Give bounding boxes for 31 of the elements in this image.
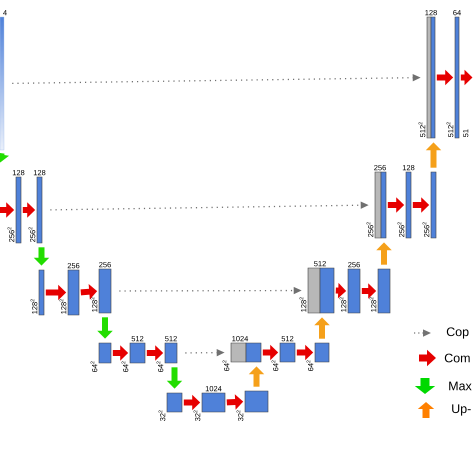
feature-map-box [98, 268, 112, 314]
feature-map-box [38, 270, 44, 316]
feature-map-box [406, 172, 412, 238]
feature-map-box [430, 172, 436, 238]
feature-map-box [246, 342, 262, 362]
feature-map-box [230, 342, 246, 362]
feature-map-box [98, 342, 112, 364]
feature-map-box [348, 268, 360, 314]
legend-text: Com [444, 354, 470, 362]
feature-map-box [374, 172, 382, 238]
feature-map-box [430, 16, 436, 138]
feature-map-box [320, 268, 334, 314]
feature-map-box [308, 268, 320, 314]
feature-map-box [314, 342, 330, 362]
feature-map-box [36, 176, 42, 244]
block-arrow [0, 152, 10, 162]
feature-map-box [130, 342, 146, 364]
feature-map-box [68, 270, 80, 316]
feature-map-box [164, 342, 178, 364]
feature-map-box [0, 16, 4, 150]
feature-map-box [16, 176, 22, 244]
legend-text: Cop [446, 327, 469, 339]
legend-text: Max [449, 382, 472, 390]
feature-map-box [454, 16, 460, 138]
feature-map-box [280, 342, 296, 362]
feature-map-box [380, 172, 386, 238]
feature-map-box [202, 392, 226, 412]
feature-map-box [166, 392, 182, 412]
feature-map-box [378, 268, 390, 314]
legend-text: Up- [452, 404, 471, 416]
feature-map-box [244, 390, 268, 412]
